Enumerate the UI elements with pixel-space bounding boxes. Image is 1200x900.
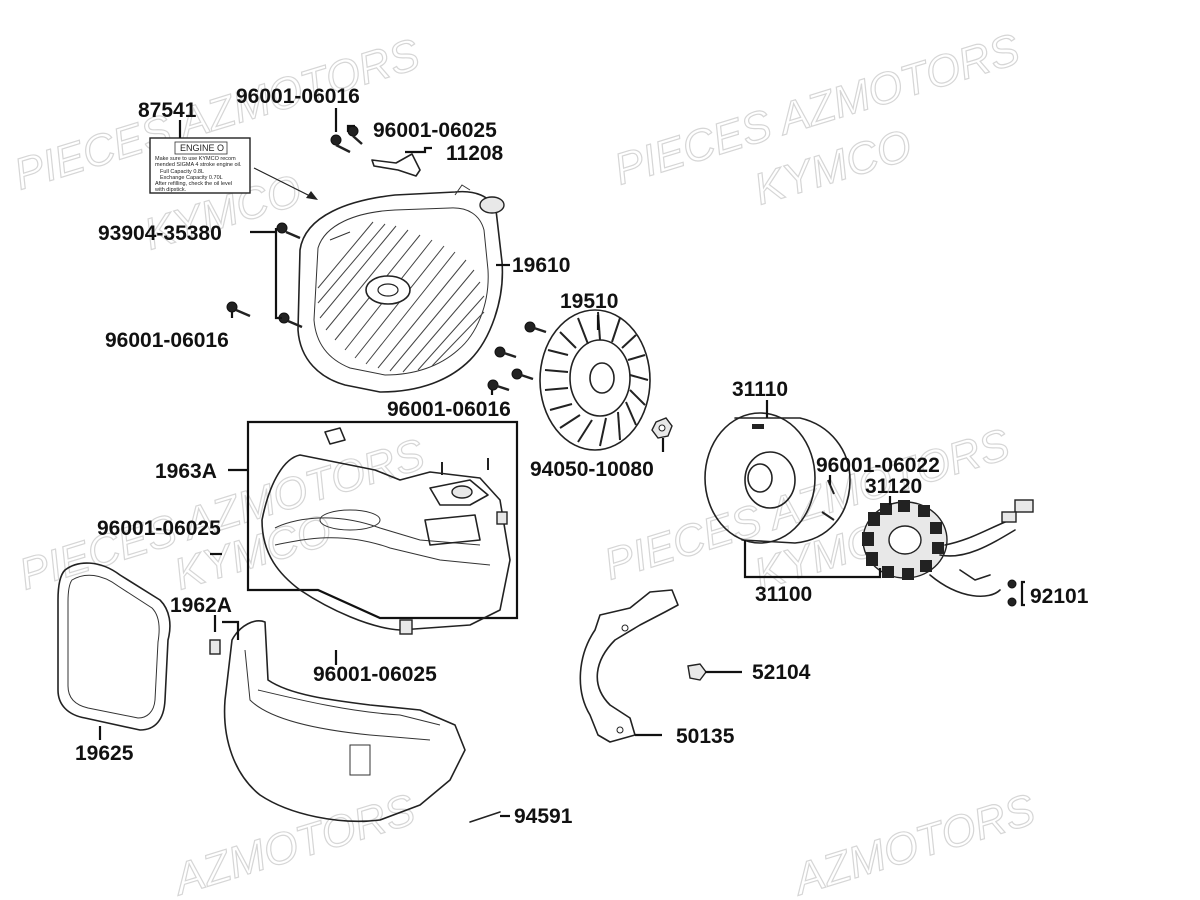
sticker-line: Make sure to use KYMCO recom [155,156,236,162]
pin-94591 [469,811,501,823]
part-label-19625: 19625 [75,742,134,765]
sticker-line: with dipstick. [154,187,187,193]
part-label-96001-06016: 96001-06016 [236,85,360,108]
part-label-96001-06025: 96001-06025 [97,517,221,540]
watermark: AZMOTORS [166,785,421,900]
fan-cover-grille [317,221,485,373]
part-label-19510: 19510 [560,290,618,313]
oil-sticker: ENGINE O Make sure to use KYMCO recom me… [149,137,318,200]
stator [862,499,1034,598]
part-label-19610: 19610 [512,254,570,277]
part-label-96001-06025: 96001-06025 [373,119,497,142]
shroud-group-box [246,420,519,620]
sticker-line: Exchange Capacity 0.70L [160,175,223,181]
cooling-fan [539,309,651,451]
part-label-31110: 31110 [732,378,788,401]
part-label-31120: 31120 [865,475,922,498]
part-label-50135: 50135 [676,725,735,748]
part-label-92101: 92101 [1030,585,1089,608]
flywheel [704,412,851,544]
part-label-93904-35380: 93904-35380 [98,222,222,245]
leader-lines [98,108,1025,818]
screws-left [226,222,303,329]
bracket-11208 [371,153,421,177]
part-label-94050-10080: 94050-10080 [530,458,654,481]
watermark: AZMOTORS [786,785,1041,900]
part-label-1963A: 1963A [155,460,217,483]
sticker-line: After refilling, check the oil level [155,181,232,187]
bolt-52104 [687,663,707,681]
gasket [57,562,171,731]
part-label-96001-06016: 96001-06016 [387,398,511,421]
part-label-52104: 52104 [752,661,811,684]
part-label-96001-06016: 96001-06016 [105,329,229,352]
part-labels: 87541 96001-06016 96001-06025 11208 9390… [75,85,1089,828]
sticker-line: mended SIGMA 4 stroke engine oil. [155,162,242,168]
part-label-94591: 94591 [514,805,573,828]
part-label-87541: 87541 [138,99,197,122]
part-label-31100: 31100 [755,583,812,606]
part-label-1962A: 1962A [170,594,232,617]
fan-bolts [487,321,547,392]
bracket-50135 [579,589,679,743]
sticker-title: ENGINE O [180,143,224,153]
part-label-96001-06025: 96001-06025 [313,663,437,686]
nut-94050 [651,417,673,439]
part-label-96001-06022: 96001-06022 [816,454,940,477]
sticker-line: Full Capacity 0.8L [160,169,204,175]
upper-shroud [261,427,511,635]
lower-shroud [209,620,466,823]
part-label-11208: 11208 [446,142,504,165]
fan-cover [297,184,505,393]
